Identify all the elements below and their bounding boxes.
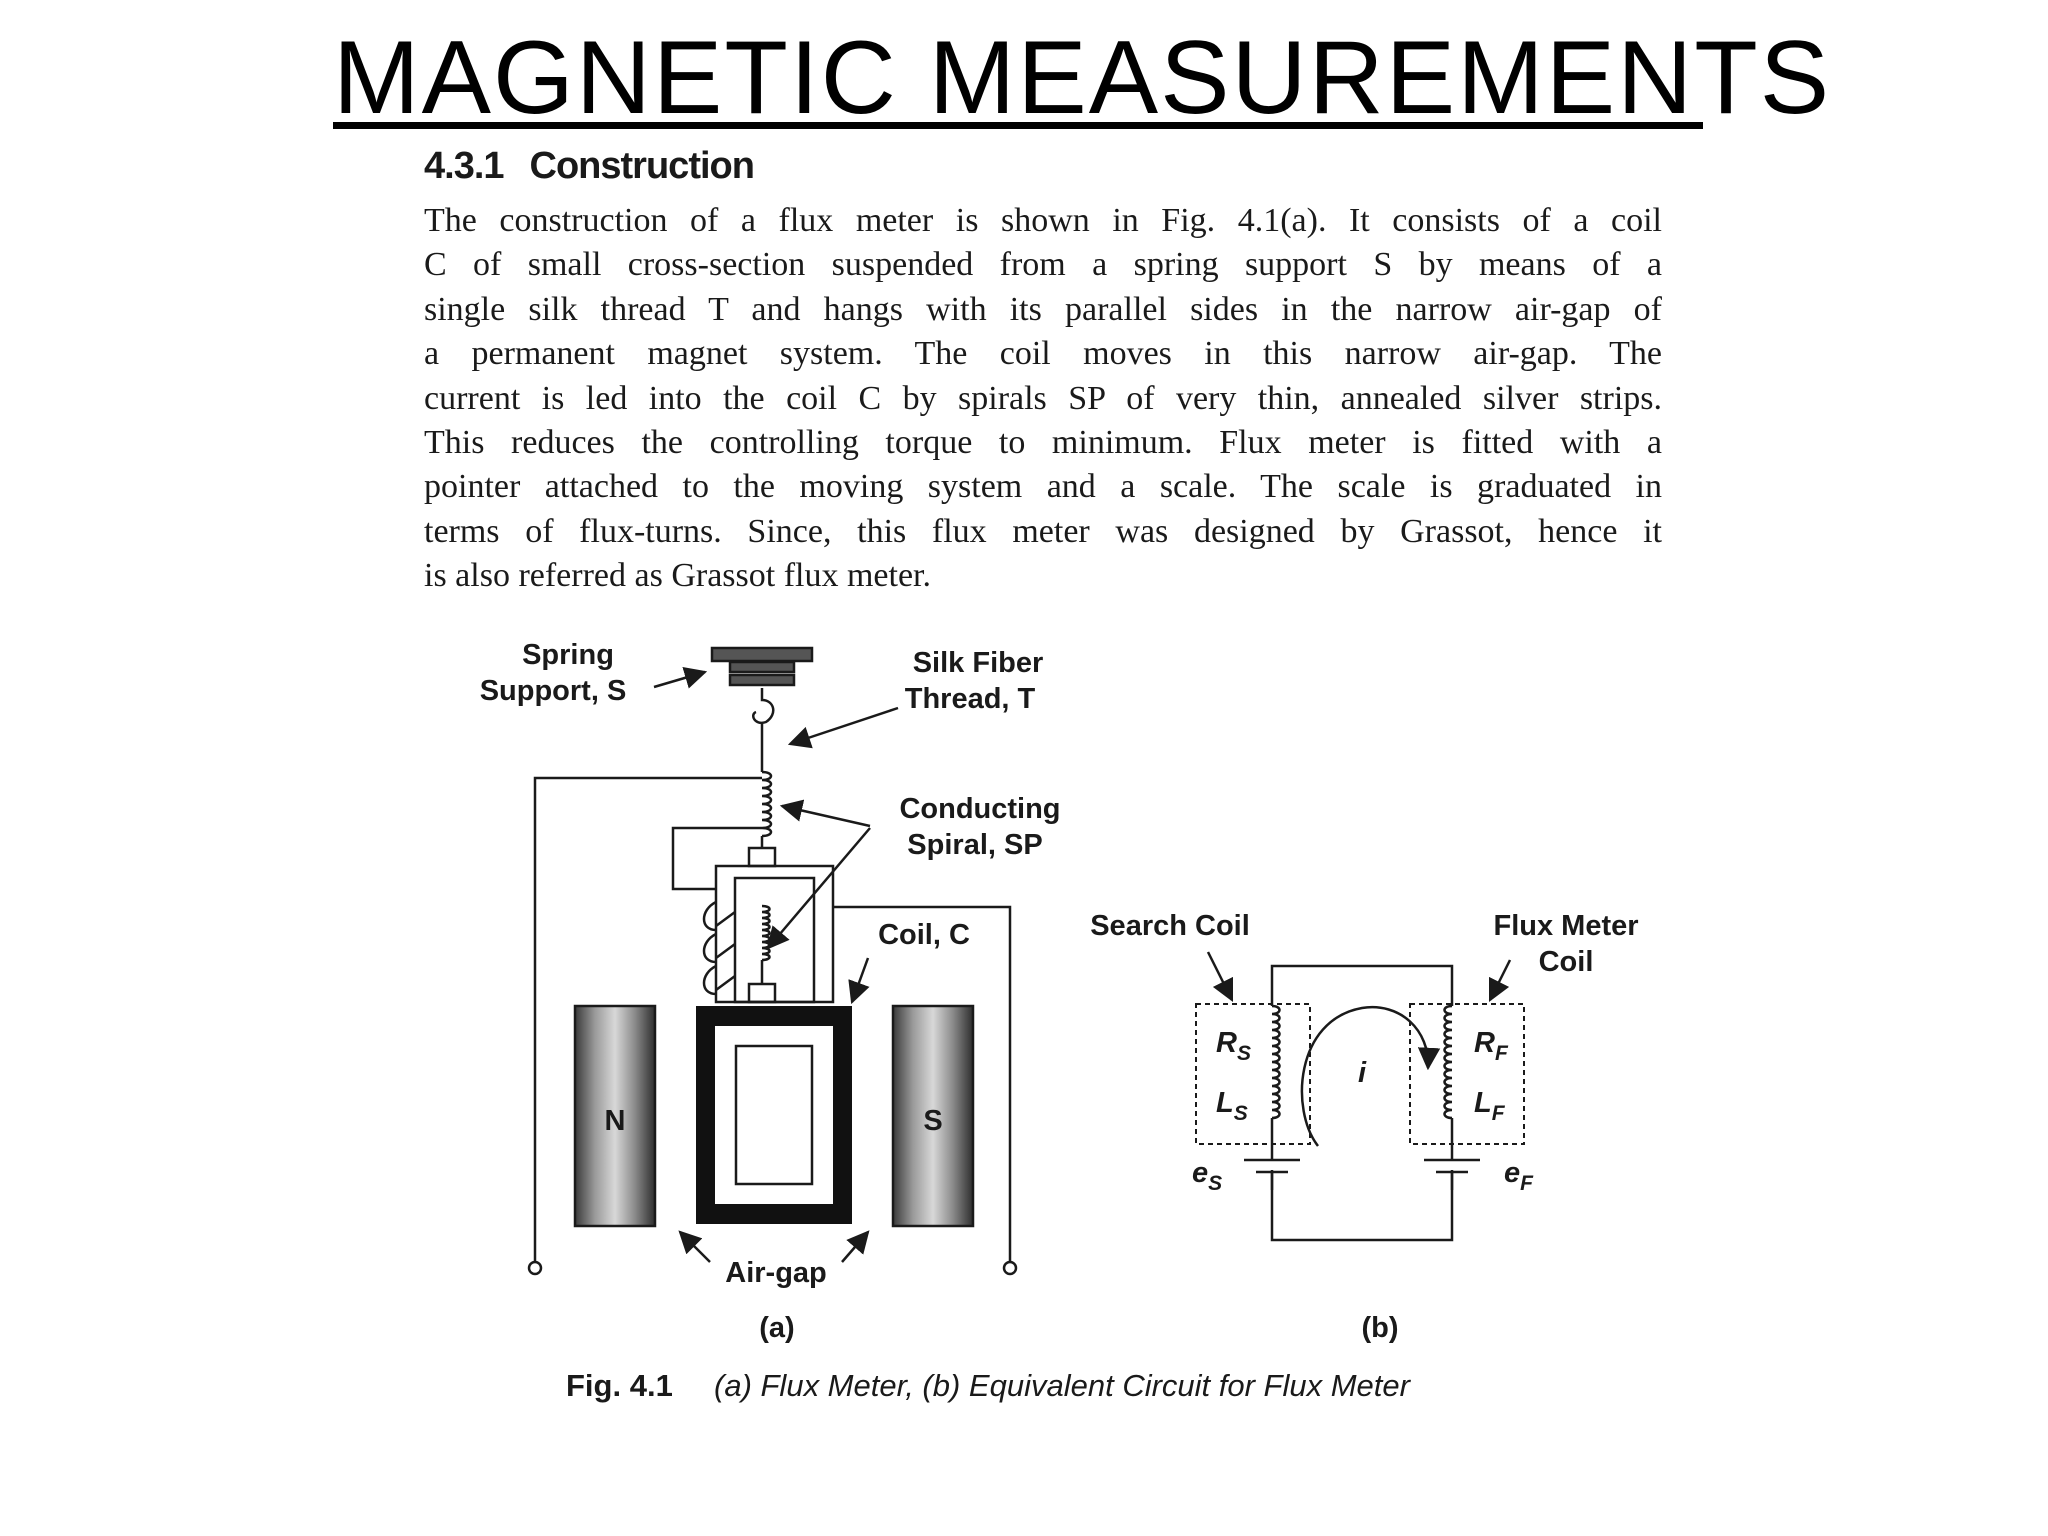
label-spring-support: Support, S [480, 675, 627, 707]
label-silk-fiber-thread: Silk Fiber [913, 647, 1044, 679]
figure-caption-label: Fig. 4.1 [566, 1368, 673, 1403]
search-coil-box [1195, 1003, 1311, 1145]
paragraph-line: single silk thread T and hangs with its … [424, 290, 1662, 328]
section-heading: 4.3.1 Construction [424, 142, 755, 190]
figure-caption-text: (a) Flux Meter, (b) Equivalent Circuit f… [714, 1368, 1412, 1403]
section-title: Construction [529, 145, 755, 187]
spring-support [710, 646, 814, 687]
title-underline [333, 122, 1703, 129]
figure-b-sublabel: (b) [1361, 1312, 1398, 1344]
right-lead-wire [833, 905, 1012, 1262]
battery-es [1244, 1158, 1300, 1190]
paragraph-line: The construction of a flux meter is show… [424, 202, 1662, 239]
label-coil: Coil, C [878, 919, 970, 951]
label-silk-fiber-thread: Thread, T [905, 683, 1036, 715]
magnet-north-pole [573, 1004, 657, 1228]
conducting-spiral-upper [760, 770, 773, 848]
label-north-pole: N [605, 1105, 626, 1137]
current-arrow [1300, 1005, 1441, 1147]
search-coil-inductor [1270, 1004, 1281, 1160]
paragraph-line: pointer attached to the moving system an… [424, 468, 1662, 506]
paragraph-line: current is led into the coil C by spiral… [424, 379, 1662, 417]
label-rf: RF [1474, 1027, 1509, 1065]
figure-b-equivalent-circuit [1195, 964, 1525, 1242]
label-spring-support: Spring [522, 639, 614, 671]
paragraph-line: C of small cross-section suspended from … [424, 246, 1662, 284]
right-terminal [1002, 1260, 1018, 1276]
label-flux-meter-coil: Coil [1539, 946, 1594, 978]
silk-thread [752, 688, 775, 772]
label-conducting-spiral: Conducting [899, 793, 1060, 825]
construction-paragraph: The construction of a flux meter is show… [424, 199, 1662, 599]
label-current: i [1358, 1057, 1367, 1089]
label-es: eS [1192, 1157, 1222, 1195]
flux-meter-coil-inductor [1443, 1004, 1454, 1160]
left-lead-wire [533, 776, 762, 1262]
paragraph-line: is also referred as Grassot flux meter. [424, 557, 931, 595]
label-ef: eF [1504, 1157, 1534, 1195]
conducting-spiral-lower [760, 904, 771, 984]
label-lf: LF [1474, 1087, 1506, 1125]
label-search-coil: Search Coil [1090, 910, 1250, 942]
label-rs: RS [1216, 1027, 1251, 1065]
label-flux-meter-coil: Flux Meter [1493, 910, 1638, 942]
flux-meter-coil-box [1409, 1003, 1525, 1145]
label-air-gap: Air-gap [725, 1257, 827, 1289]
section-number: 4.3.1 [424, 145, 505, 187]
figure-a-sublabel: (a) [759, 1312, 794, 1344]
slide-title: MAGNETIC MEASUREMENTS [333, 20, 1832, 136]
left-terminal [527, 1260, 543, 1276]
figure-a-flux-meter [527, 646, 1018, 1276]
paragraph-line: a permanent magnet system. The coil move… [424, 335, 1662, 373]
label-south-pole: S [923, 1105, 942, 1137]
paragraph-line: This reduces the controlling torque to m… [424, 423, 1662, 461]
magnet-south-pole [891, 1004, 975, 1228]
label-conducting-spiral: Spiral, SP [907, 829, 1042, 861]
label-ls: LS [1216, 1087, 1248, 1125]
paragraph-line: terms of flux-turns. Since, this flux me… [424, 512, 1662, 550]
battery-ef [1424, 1158, 1480, 1190]
moving-frame [714, 864, 835, 1004]
